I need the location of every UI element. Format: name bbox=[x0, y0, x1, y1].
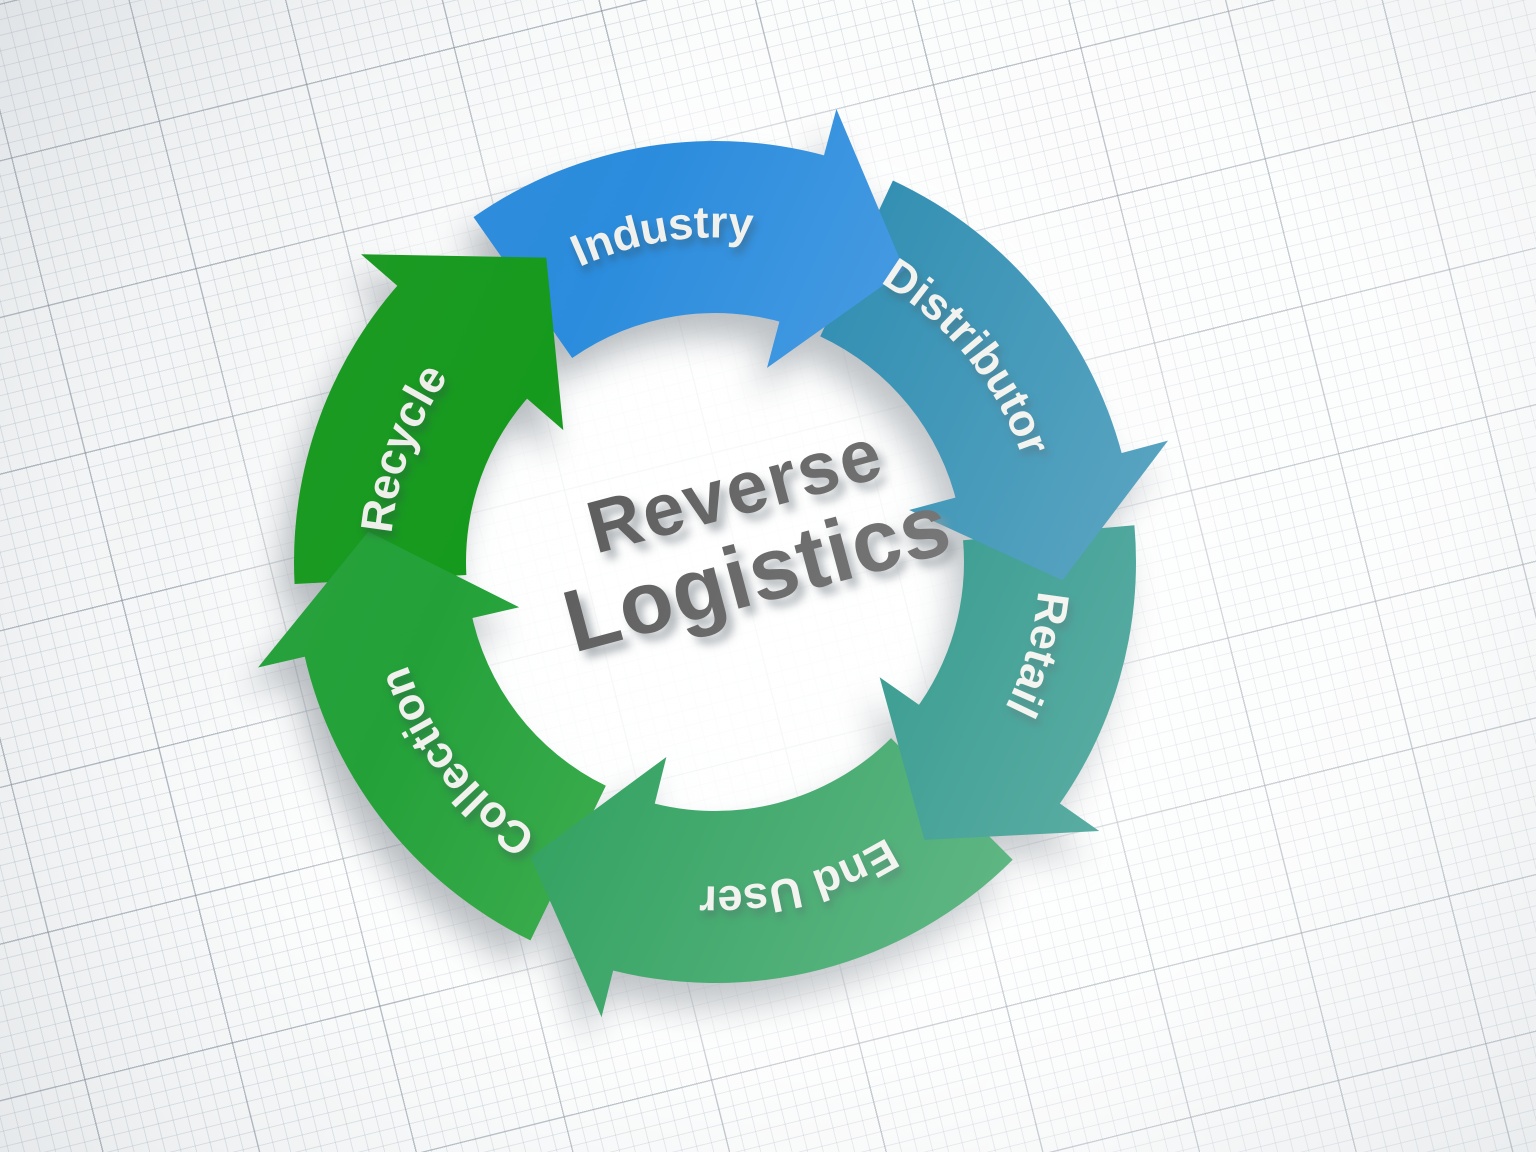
segment-industry-arrowhead bbox=[767, 108, 905, 368]
segment-end-user-arrowhead bbox=[530, 757, 667, 1018]
segment-industry-arrow bbox=[473, 141, 839, 359]
segment-recycle-arrow bbox=[294, 274, 533, 585]
segment-recycle-arrowhead bbox=[361, 254, 564, 431]
segment-end-user-arrow bbox=[598, 738, 1013, 983]
segment-collection-arrow bbox=[301, 609, 606, 941]
segment-retail-arrowhead bbox=[879, 677, 1100, 840]
segment-distributor-arrowhead bbox=[909, 440, 1169, 581]
segment-collection-arrowhead bbox=[258, 531, 520, 668]
